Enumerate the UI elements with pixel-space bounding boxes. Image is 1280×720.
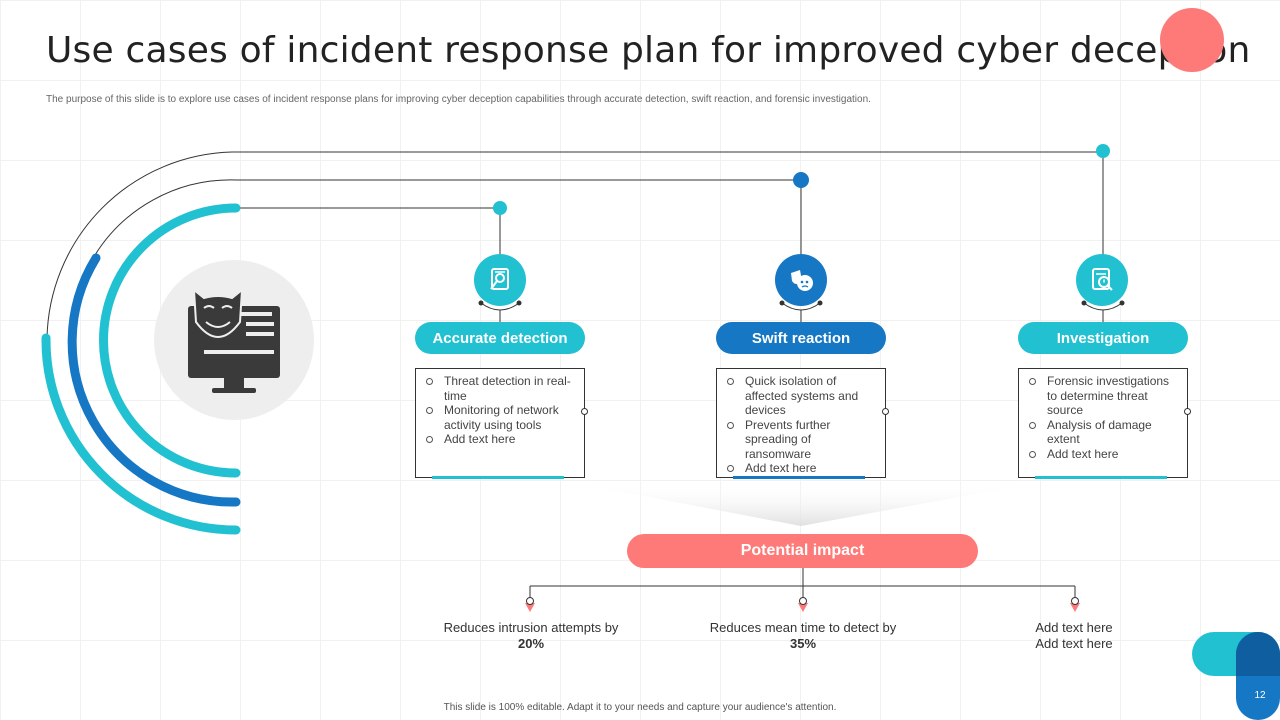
use-case-3-underline	[1035, 476, 1167, 479]
icon-stands	[478, 300, 1125, 322]
slide-footer: This slide is 100% editable. Adapt it to…	[443, 702, 837, 713]
use-case-2-icon-circle	[775, 254, 827, 306]
use-case-2-side-dot	[882, 408, 889, 415]
use-case-3-icon-circle	[1076, 254, 1128, 306]
use-case-3-label: Investigation	[1018, 322, 1188, 354]
use-case-3-side-dot	[1184, 408, 1191, 415]
impact-outcome-2-text: Reduces mean time to detect by	[709, 620, 897, 635]
use-case-3-details: Forensic investigations to determine thr…	[1018, 368, 1191, 479]
outer-arc-teal	[41, 333, 241, 535]
use-case-1-bullet-3: Add text here	[426, 432, 576, 447]
impact-outcome-1: Reduces intrusion attempts by 20%	[436, 620, 626, 652]
outer-arc-line	[46, 151, 233, 339]
connector-node-swift	[793, 172, 809, 188]
page-number: 12	[1254, 690, 1266, 701]
middle-arc-blue	[67, 253, 241, 507]
impact-outcome-1-text: Reduces intrusion attempts by	[443, 620, 619, 635]
use-case-2-underline	[733, 476, 865, 479]
use-case-1-side-dot	[581, 408, 588, 415]
use-case-3-bullet-3: Add text here	[1029, 447, 1179, 462]
use-case-1-underline	[432, 476, 564, 479]
monitor-illustration-bg	[154, 260, 314, 420]
impact-outcome-3-line-1: Add text here	[1035, 620, 1113, 635]
monitor-mask-icon	[188, 287, 280, 393]
forensic-document-icon	[1092, 268, 1113, 291]
use-case-2-bullet-2: Prevents further spreading of ransomware	[727, 418, 877, 462]
use-case-1-label: Accurate detection	[415, 322, 585, 354]
inner-arc-teal	[99, 203, 241, 478]
detection-report-icon	[490, 268, 509, 290]
impact-tree	[525, 568, 1080, 612]
use-case-1-icon-circle	[474, 254, 526, 306]
use-case-3-bullet-1: Forensic investigations to determine thr…	[1029, 374, 1179, 418]
slide-subtitle: The purpose of this slide is to explore …	[46, 94, 871, 105]
decorative-circle	[1160, 8, 1224, 72]
impact-outcome-3-line-2: Add text here	[1035, 636, 1113, 651]
slide-title: Use cases of incident response plan for …	[46, 30, 1251, 71]
hacker-mask-icon	[791, 270, 813, 291]
use-case-1-bullet-1: Threat detection in real-time	[426, 374, 576, 403]
use-case-1-bullet-2: Monitoring of network activity using too…	[426, 403, 576, 432]
use-case-2-label: Swift reaction	[716, 322, 886, 354]
impact-outcome-2-value: 35%	[789, 636, 817, 651]
impact-outcome-2: Reduces mean time to detect by 35%	[708, 620, 898, 652]
use-case-1-details: Threat detection in real-time Monitoring…	[415, 368, 588, 479]
connector-node-detection	[493, 201, 507, 215]
potential-impact-label: Potential impact	[627, 534, 978, 568]
impact-funnel	[570, 482, 1040, 526]
connector-node-investigation	[1096, 144, 1110, 158]
impact-outcome-3: Add text here Add text here	[979, 620, 1169, 652]
use-case-3-bullet-2: Analysis of damage extent	[1029, 418, 1179, 447]
impact-outcome-1-value: 20%	[517, 636, 545, 651]
use-case-2-details: Quick isolation of affected systems and …	[716, 368, 889, 479]
use-case-2-bullet-3: Add text here	[727, 461, 877, 476]
middle-arc-line	[91, 179, 237, 261]
use-case-2-bullet-1: Quick isolation of affected systems and …	[727, 374, 877, 418]
